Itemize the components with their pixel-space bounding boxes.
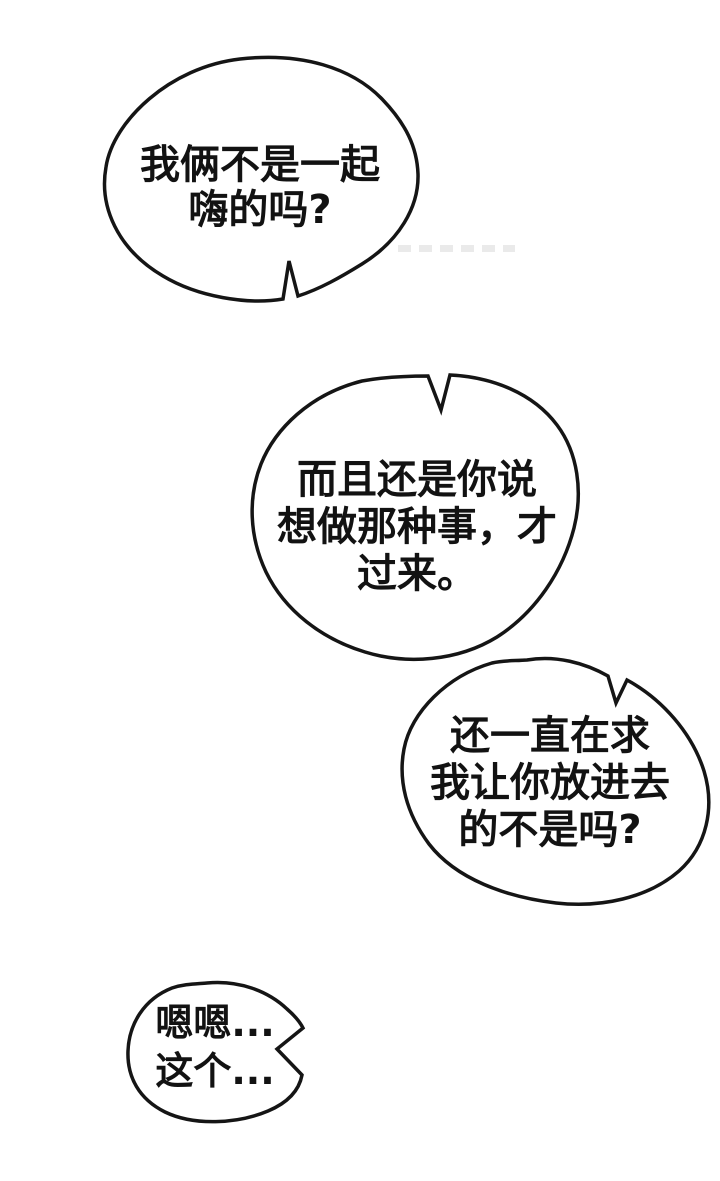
speech-bubble-2-text: 而且还是你说 想做那种事，才 过来。 (257, 457, 577, 598)
speech-line: 想做那种事，才 (277, 504, 557, 550)
speech-bubble-3-text: 还一直在求 我让你放进去 的不是吗? (392, 713, 708, 854)
speech-bubble-4-outline (126, 980, 306, 1124)
speech-bubble-2-outline (250, 373, 580, 661)
scan-artifact-dashes (398, 245, 515, 252)
speech-line: 还一直在求 (450, 713, 650, 759)
speech-line: 而且还是你说 (297, 457, 537, 503)
speech-bubble-4-text: 嗯嗯... 这个... (85, 999, 345, 1095)
speech-line: 的不是吗? (458, 807, 642, 853)
speech-line: 嗨的吗? (188, 187, 332, 233)
speech-line: 我让你放进去 (430, 760, 670, 806)
speech-line: 嗯嗯... (155, 1001, 275, 1045)
speech-bubble-1-outline (102, 55, 420, 303)
speech-line: 这个... (155, 1049, 275, 1093)
speech-line: 过来。 (357, 551, 477, 597)
speech-line: 我俩不是一起 (140, 142, 380, 188)
speech-bubble-1-text: 我俩不是一起 嗨的吗? (100, 143, 420, 233)
speech-bubble-3-outline (400, 656, 711, 906)
